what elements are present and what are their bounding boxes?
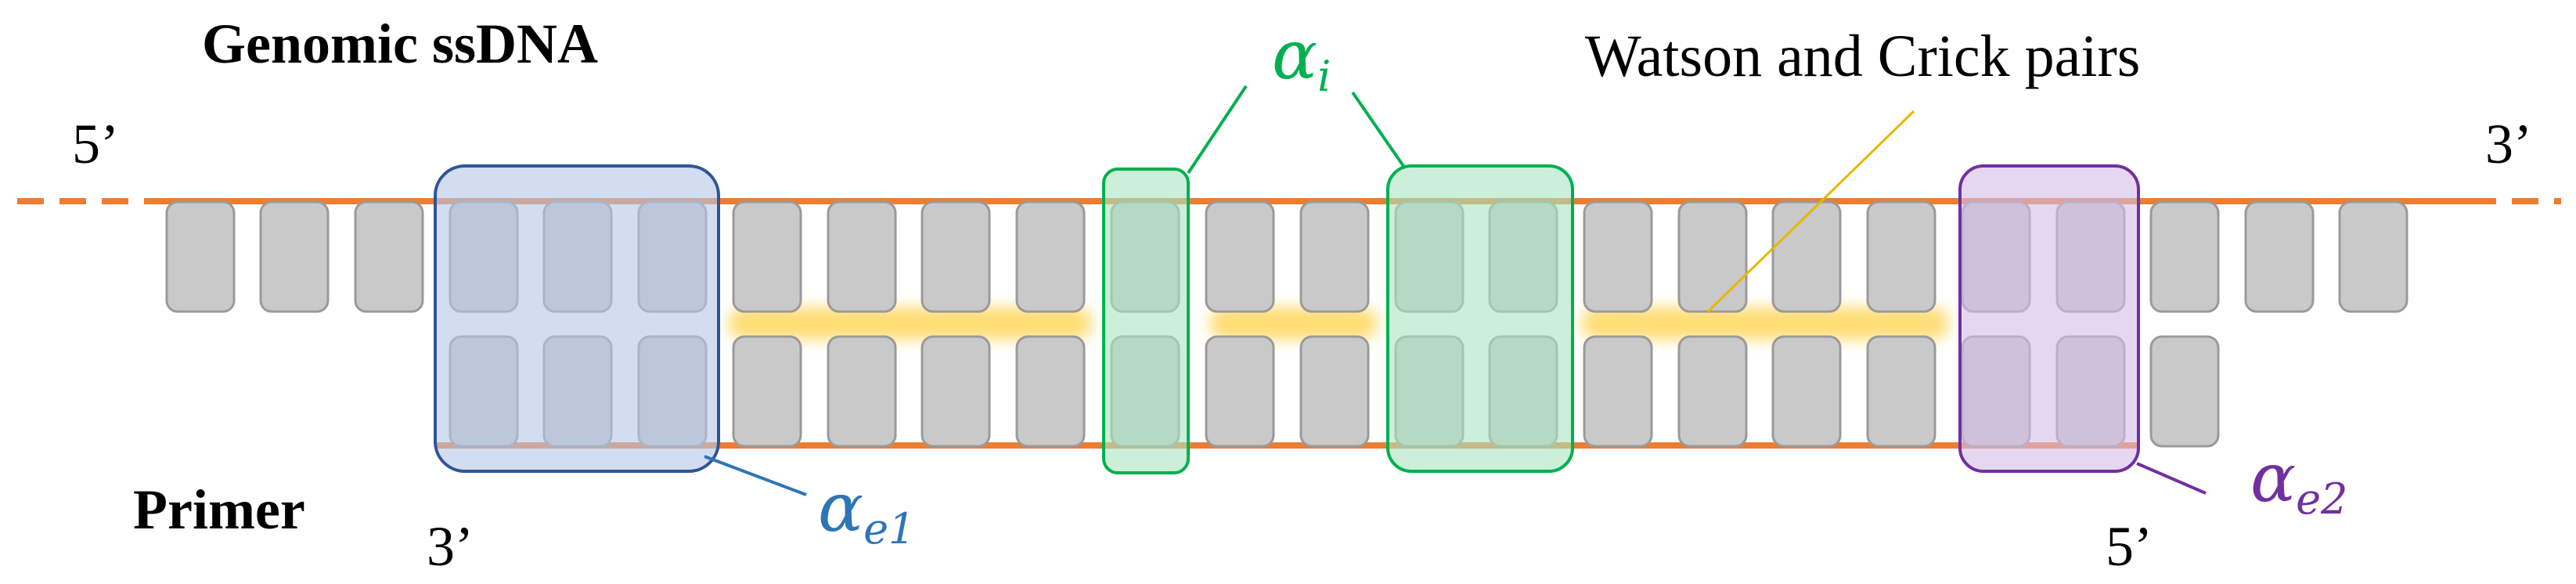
genomic-ssdna-label: Genomic ssDNA xyxy=(202,13,598,75)
genomic-base xyxy=(165,200,236,313)
genomic-base xyxy=(354,200,424,313)
primer-base xyxy=(1205,335,1275,448)
genomic-base xyxy=(2338,200,2408,313)
genomic-base xyxy=(921,200,991,313)
watson-crick-pointer xyxy=(1706,110,1915,313)
genomic-base xyxy=(827,200,897,313)
primer-base xyxy=(1299,335,1370,448)
genomic-base xyxy=(1015,200,1086,313)
primer-label: Primer xyxy=(133,478,305,541)
alpha-i-subscript: i xyxy=(1317,52,1331,101)
hydrogen-bond-segment xyxy=(1581,307,1949,340)
genomic-base xyxy=(732,200,802,313)
primer-base xyxy=(1866,335,1937,448)
primer-base xyxy=(921,335,991,448)
hydrogen-bond-segment xyxy=(1209,307,1378,340)
genomic-base xyxy=(1677,200,1748,313)
genomic-base xyxy=(1299,200,1370,313)
genomic-base xyxy=(1866,200,1937,313)
end-region-e1 xyxy=(434,164,720,473)
primer-base xyxy=(827,335,897,448)
alpha-e1-label: αe1 xyxy=(818,469,915,553)
alpha-e2-label: αe2 xyxy=(2250,439,2347,524)
primer-base xyxy=(1015,335,1086,448)
alpha-e2-subscript: e2 xyxy=(2296,474,2347,524)
top-right-end-label: 3’ xyxy=(2485,113,2532,175)
genomic-base xyxy=(1771,200,1842,313)
top-left-end-label: 5’ xyxy=(72,113,119,175)
watson-crick-pairs-label: Watson and Crick pairs xyxy=(1585,23,2140,89)
internal-region-i-double xyxy=(1386,164,1574,473)
primer-base xyxy=(1583,335,1653,448)
alpha-e2-pointer xyxy=(2136,462,2207,495)
genomic-base xyxy=(259,200,330,313)
alpha-i-symbol: α xyxy=(1272,16,1317,95)
hydrogen-bond-glow xyxy=(728,307,1949,340)
bottom-left-end-label: 3’ xyxy=(427,515,474,578)
bottom-right-end-label: 5’ xyxy=(2106,515,2153,578)
internal-region-i-single xyxy=(1102,168,1190,474)
genomic-base xyxy=(2244,200,2315,313)
alpha-i-pointer-right xyxy=(1351,91,1407,170)
primer-base xyxy=(1677,335,1748,448)
genomic-base xyxy=(1205,200,1275,313)
alpha-e2-symbol: α xyxy=(2250,439,2296,517)
alpha-e1-subscript: e1 xyxy=(863,504,915,553)
alpha-e1-symbol: α xyxy=(818,469,863,547)
primer-base xyxy=(732,335,802,448)
genomic-base xyxy=(1583,200,1653,313)
primer-base xyxy=(1771,335,1842,448)
genomic-base xyxy=(2149,200,2220,313)
primer-base xyxy=(2149,335,2220,448)
hydrogen-bond-segment xyxy=(728,307,1092,340)
alpha-e1-pointer xyxy=(704,455,807,496)
end-region-e2 xyxy=(1958,164,2140,473)
alpha-i-label: αi xyxy=(1272,16,1331,101)
alpha-i-pointer-left xyxy=(1187,85,1248,175)
